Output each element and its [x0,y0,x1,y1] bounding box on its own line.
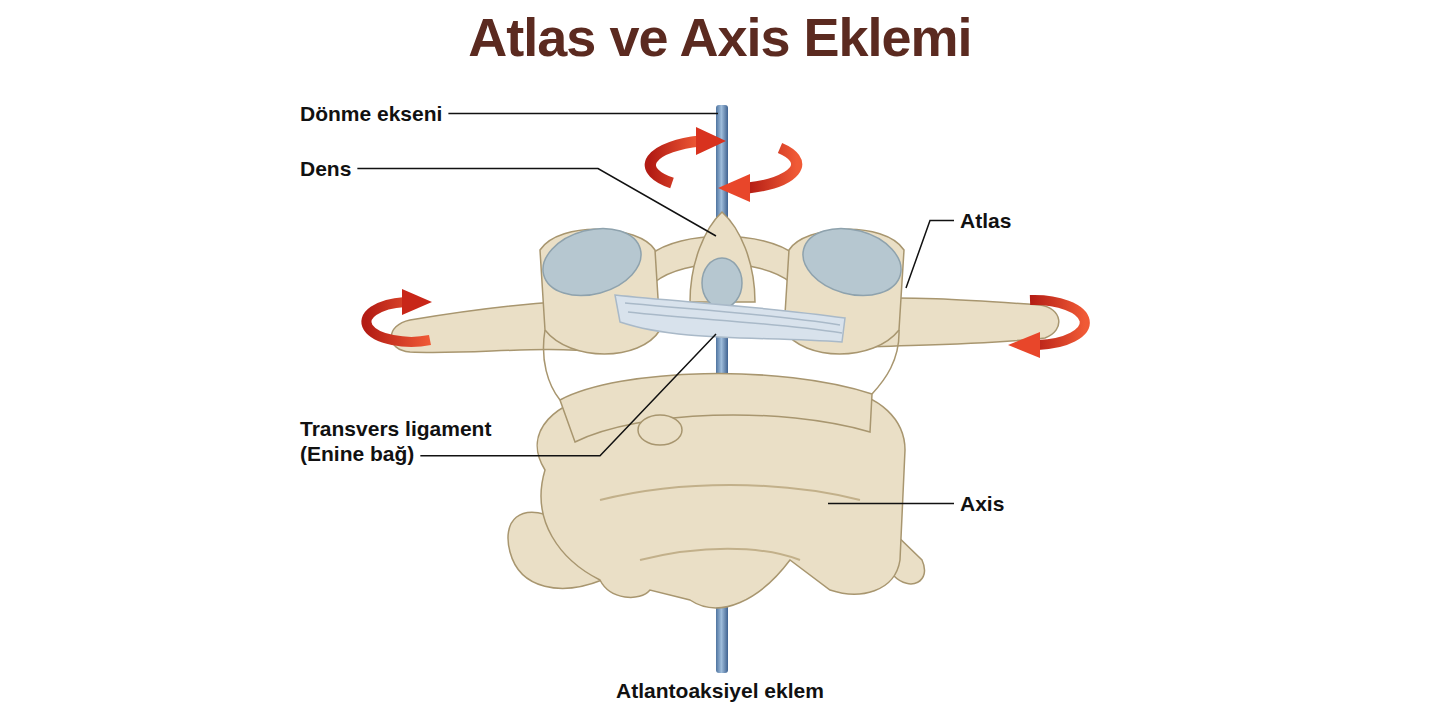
part-label: Dönme ekseni [300,101,442,126]
shading [640,549,800,560]
arch-joint [543,330,899,400]
label-wrap: Dens [300,156,351,181]
arrow-head [402,289,432,315]
atlas-vertebra [391,212,1059,445]
leader-line [828,503,954,505]
label-wrap: Atlas [960,208,1011,233]
arrow-head [1008,332,1040,358]
label-wrap: Axis [960,491,1004,516]
shading [600,485,860,500]
dens-facet [702,258,742,308]
label-wrap: Transvers ligament (Enine bağ) [300,416,512,466]
arrow-head [718,174,750,202]
transverse-ligament [615,295,845,342]
articular-facet [535,218,648,306]
arrow-head [696,127,726,155]
part-label: Axis [960,491,1004,516]
leader-line [357,169,716,236]
part-label: Transvers ligament (Enine bağ) [300,416,512,466]
leader-line [448,113,718,115]
rotation-arrows [366,127,1084,358]
rotation-arrow [650,141,700,183]
leader-line [906,221,954,288]
posterior-arch [560,374,872,442]
ligament-fibres [625,303,842,333]
posterior-tubercle [638,415,682,445]
label-wrap: Dönme ekseni [300,101,442,126]
part-label: Dens [300,156,351,181]
title: Atlas ve Axis Eklemi [468,6,971,68]
title-wrap: Atlas ve Axis Eklemi [0,6,1440,68]
part-label: Atlas [960,208,1011,233]
rotation-arrow [366,302,430,342]
articular-facet [795,218,908,306]
rotation-arrow [748,148,797,188]
caption: Atlantoaksiyel eklem [616,679,824,703]
caption-wrap: Atlantoaksiyel eklem [0,679,1440,703]
